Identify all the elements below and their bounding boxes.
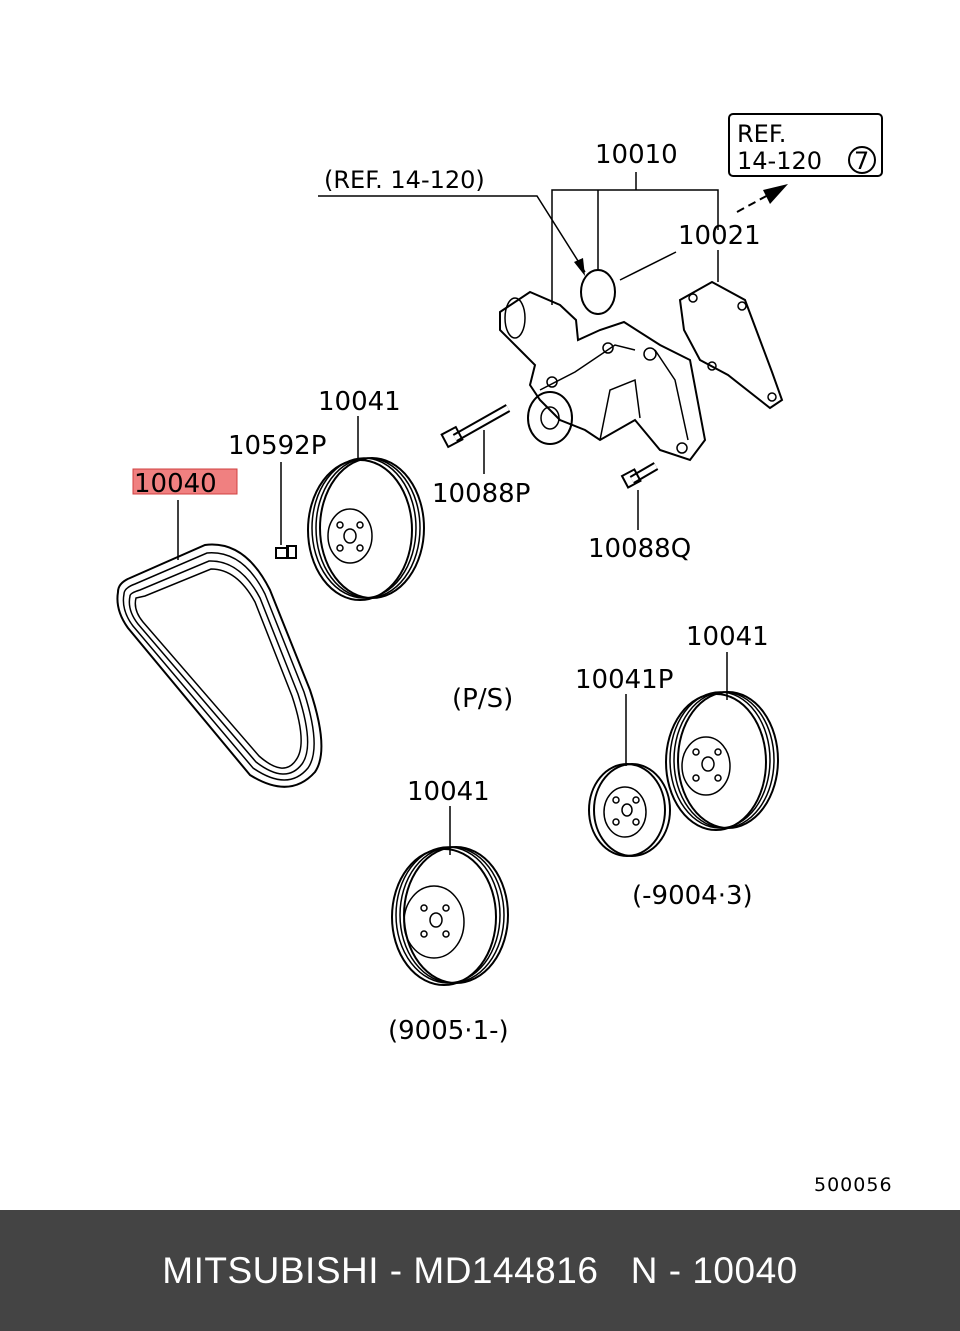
ref-box[interactable]: REF. 14-120 7: [728, 113, 883, 177]
ref-left-label[interactable]: (REF. 14-120): [324, 166, 485, 194]
v-belt[interactable]: [116, 543, 323, 788]
pulley-right-small-label[interactable]: 10041P: [575, 665, 673, 695]
ref-circle-icon: [848, 146, 876, 174]
parts-diagram: REF. 14-120 7 (REF. 14-120) 10010 10021: [116, 113, 893, 1196]
gasket-label[interactable]: 10021: [678, 221, 761, 251]
figure-number: 500056: [814, 1174, 893, 1196]
belt-label[interactable]: 10040: [134, 469, 217, 499]
footer-text: MITSUBISHI - MD144816 N - 10040: [162, 1249, 798, 1291]
water-pump[interactable]: [499, 290, 707, 462]
pulley-right-small[interactable]: [588, 763, 671, 857]
pulley-top[interactable]: [307, 457, 425, 601]
ref-box-line1: REF.: [737, 120, 786, 148]
o-ring[interactable]: [580, 269, 616, 315]
long-bolt[interactable]: [440, 404, 511, 449]
ref-box-circle-number: 7: [854, 147, 869, 175]
belt-highlight: [132, 468, 238, 495]
small-bolt[interactable]: [275, 545, 297, 559]
gasket[interactable]: [678, 280, 784, 410]
bolt-small-label[interactable]: 10592P: [228, 431, 326, 461]
pump-label[interactable]: 10010: [595, 140, 678, 170]
short-bolt[interactable]: [620, 462, 659, 489]
pulley-right[interactable]: [665, 691, 779, 831]
ref-left-leader: [318, 195, 586, 273]
date-right-label: (-9004·3): [632, 881, 753, 911]
arrow-icon: [736, 184, 788, 213]
pulley-bottom-label[interactable]: 10041: [407, 777, 490, 807]
bolt-short-label[interactable]: 10088Q: [588, 534, 691, 564]
pulley-top-label[interactable]: 10041: [318, 387, 401, 417]
pulley-bottom[interactable]: [391, 846, 509, 986]
pulley-right-label[interactable]: 10041: [686, 622, 769, 652]
date-bottom-label: (9005·1-): [388, 1016, 509, 1046]
footer-bar: MITSUBISHI - MD144816 N - 10040: [0, 1210, 960, 1331]
ref-box-line2: 14-120: [737, 147, 822, 175]
bolt-long-label[interactable]: 10088P: [432, 479, 530, 509]
ps-label: (P/S): [452, 684, 513, 714]
pump-bracket: [551, 189, 719, 305]
